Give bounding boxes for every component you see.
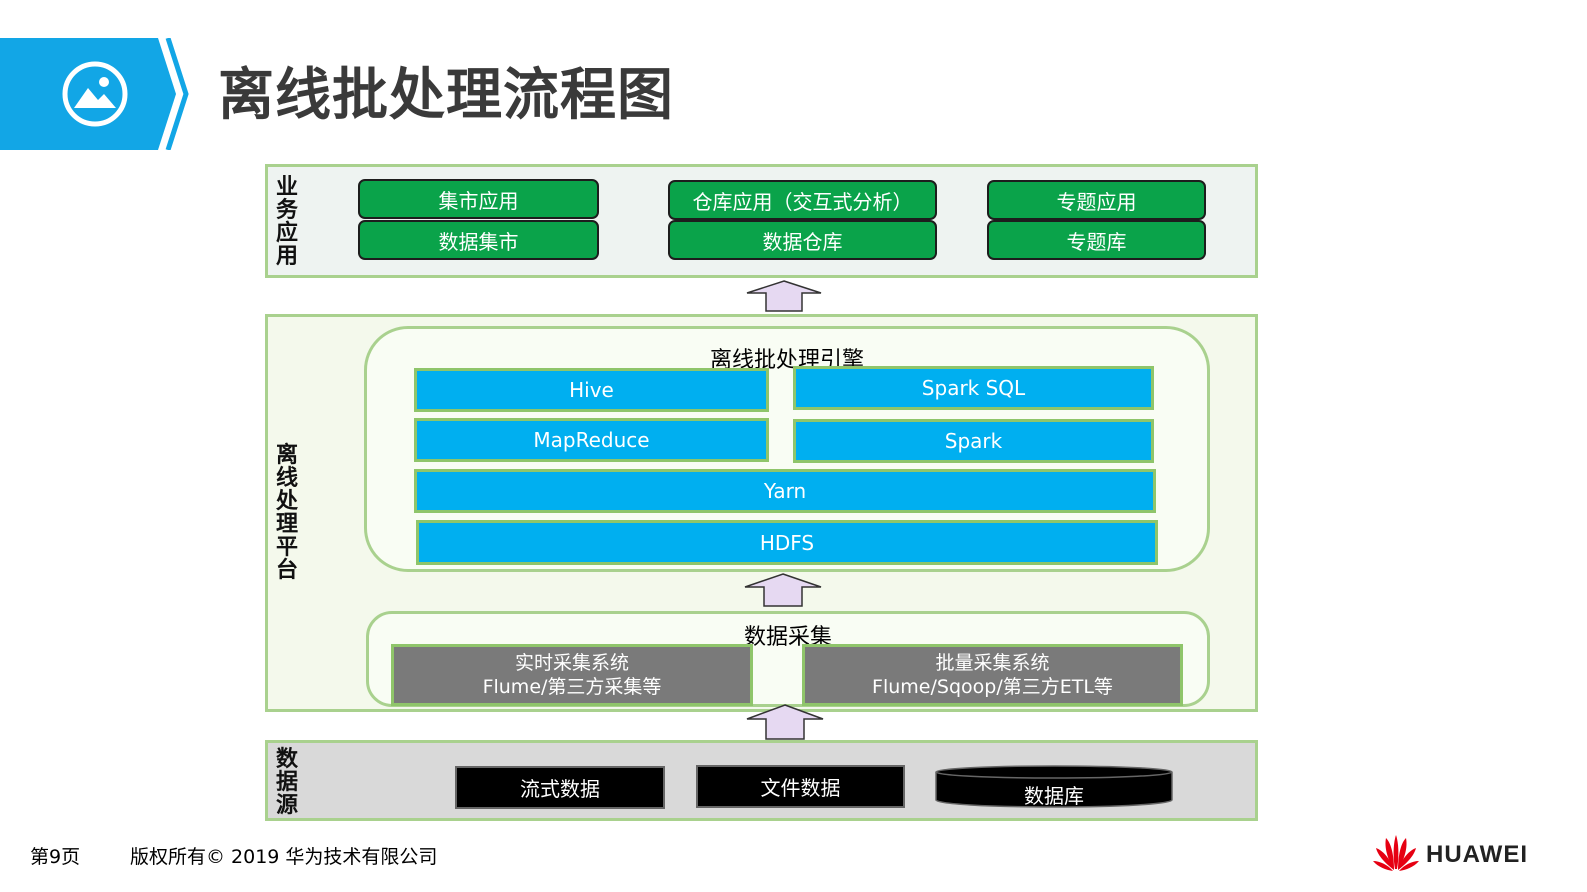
mapreduce-box: MapReduce	[414, 418, 769, 462]
page-title: 离线批处理流程图	[218, 63, 674, 128]
batch-collection-tools: Flume/Sqoop/第三方ETL等	[872, 676, 1113, 698]
label-char: 理	[275, 512, 298, 537]
label-char: 台	[275, 558, 298, 583]
label-char: 业	[275, 175, 298, 200]
warehouse-app-box: 仓库应用（交互式分析）	[668, 180, 937, 220]
spark-box: Spark	[793, 419, 1154, 463]
label-char: 用	[275, 244, 298, 269]
realtime-collection-title: 实时采集系统	[514, 652, 629, 674]
file-data-box: 文件数据	[696, 765, 905, 808]
label-char: 数	[275, 747, 298, 772]
copyright: 版权所有© 2019 华为技术有限公司	[130, 846, 438, 868]
source-layer-label: 数 据 源	[272, 748, 302, 817]
label-char: 离	[275, 443, 298, 468]
label-char: 据	[275, 770, 298, 795]
hive-box: Hive	[414, 368, 769, 412]
up-arrow-icon	[744, 573, 822, 607]
realtime-collection-tools: Flume/第三方采集等	[482, 676, 662, 698]
huawei-flower-icon	[1373, 835, 1419, 871]
page-number: 第9页	[30, 846, 81, 868]
data-warehouse-box: 数据仓库	[668, 220, 937, 260]
huawei-brand-text: HUAWEI	[1426, 841, 1528, 868]
topic-db-box: 专题库	[987, 220, 1206, 260]
data-mart-box: 数据集市	[358, 220, 599, 260]
batch-collection-title: 批量采集系统	[935, 652, 1050, 674]
image-icon	[62, 61, 128, 127]
up-arrow-icon	[746, 704, 824, 740]
yarn-box: Yarn	[414, 469, 1156, 513]
business-layer-label: 业 务 应 用	[272, 176, 302, 268]
label-char: 平	[275, 535, 298, 560]
title-banner	[0, 37, 190, 151]
database-cylinder-icon	[935, 765, 1173, 808]
database-label: 数据库	[1024, 784, 1084, 808]
stream-data-box: 流式数据	[455, 766, 665, 809]
hdfs-box: HDFS	[416, 520, 1158, 565]
realtime-collection-box: 实时采集系统 Flume/第三方采集等	[391, 644, 753, 706]
label-char: 应	[275, 221, 298, 246]
up-arrow-icon	[746, 280, 822, 312]
huawei-logo: HUAWEI	[1372, 834, 1542, 874]
platform-layer-label: 离 线 处 理 平 台	[272, 444, 302, 582]
label-char: 处	[275, 489, 298, 514]
mart-app-box: 集市应用	[358, 179, 599, 219]
label-char: 线	[275, 466, 298, 491]
label-char: 务	[275, 198, 298, 223]
spark-sql-box: Spark SQL	[793, 366, 1154, 410]
batch-collection-box: 批量采集系统 Flume/Sqoop/第三方ETL等	[802, 644, 1183, 706]
topic-app-box: 专题应用	[987, 180, 1206, 220]
label-char: 源	[275, 793, 298, 818]
